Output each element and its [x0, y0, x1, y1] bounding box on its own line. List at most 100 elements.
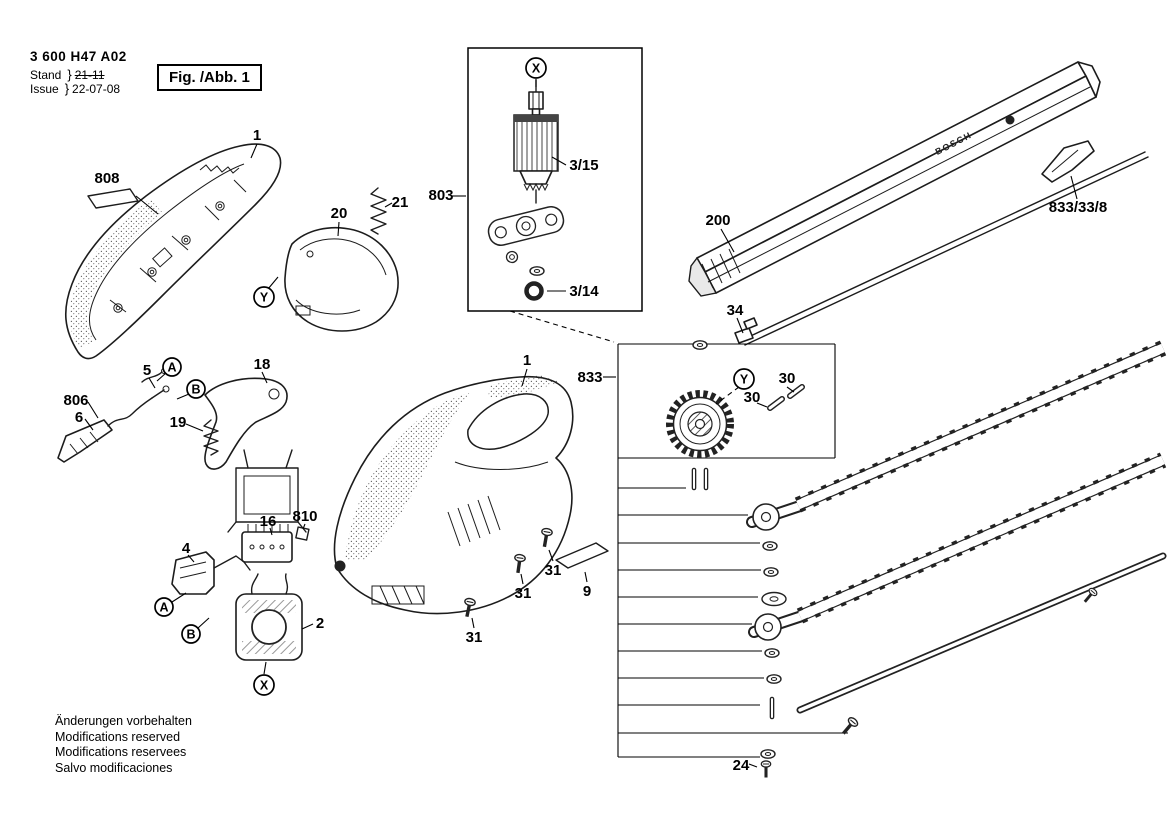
- bosch-logo-dot: [1005, 115, 1015, 125]
- part-label-2: 2: [316, 615, 324, 632]
- figure-label-box: Fig. /Abb. 1: [157, 64, 262, 91]
- part-label-30-upper: 30: [779, 370, 796, 387]
- part-label-16: 16: [260, 513, 277, 530]
- ref-circle-a-lower: A: [154, 597, 174, 617]
- armature-box-803: [467, 47, 643, 312]
- part-label-806: 806: [63, 392, 88, 409]
- disc: [761, 591, 787, 607]
- clip-810: [295, 526, 310, 541]
- issue-label: Issue: [30, 82, 59, 96]
- pin-30-b: [787, 384, 805, 399]
- leader-lines: [84, 79, 1078, 768]
- document-header: 3 600 H47 A02 Stand}21-11 Issue}22-07-08: [30, 49, 127, 97]
- part-label-18: 18: [254, 356, 271, 373]
- pin-30-a: [767, 396, 785, 411]
- issue-value: 22-07-08: [72, 82, 121, 96]
- bottom-support-bar: [796, 552, 1167, 714]
- svg-text:B: B: [186, 628, 195, 642]
- washer: [763, 567, 779, 577]
- spring-19: [203, 419, 219, 456]
- armature-3-15: [513, 79, 559, 204]
- notice-line-es: Salvo modificaciones: [55, 760, 173, 775]
- inner-cover-20: [284, 226, 399, 332]
- y-gear-leader: [715, 386, 740, 405]
- lower-blade: [748, 452, 1167, 641]
- part-label-808: 808: [94, 170, 119, 187]
- part-label-31-a: 31: [545, 562, 562, 579]
- ref-circle-a-upper: A: [162, 357, 182, 377]
- support-rail-34: [734, 151, 1149, 346]
- main-housing-1: [333, 375, 574, 615]
- bearing-parts-3-14: [505, 250, 545, 301]
- part-label-4: 4: [182, 540, 191, 557]
- svg-text:X: X: [260, 679, 269, 693]
- gear-drive: [666, 384, 805, 458]
- part-label-200: 200: [705, 212, 730, 229]
- blade-guard-200: BOSCH: [688, 61, 1101, 297]
- part-label-6: 6: [75, 409, 83, 426]
- part-label-833: 833: [577, 369, 602, 386]
- part-label-34: 34: [727, 302, 744, 319]
- part-labels: 808 1 20 21 803 3/15 3/14 200 833/33/8 3…: [63, 127, 1107, 774]
- part-label-30-lower: 30: [744, 389, 761, 406]
- upper-blade: [746, 340, 1167, 531]
- ref-circles: X Y A B A B X: [154, 57, 755, 696]
- motor-housing-left: [64, 143, 282, 360]
- svg-text:Y: Y: [740, 373, 749, 387]
- ref-circle-b-lower: B: [181, 624, 201, 644]
- part-label-31-c: 31: [466, 629, 483, 646]
- part-label-1-center: 1: [523, 352, 531, 369]
- field-coil-2: [235, 573, 303, 661]
- notice-line-de: Änderungen vorbehalten: [55, 714, 192, 728]
- wire-5: [141, 371, 163, 383]
- spring-21: [370, 187, 387, 235]
- ref-circle-y-gear: Y: [733, 368, 755, 390]
- part-label-3-14: 3/14: [569, 283, 599, 300]
- part-label-20: 20: [331, 205, 348, 222]
- svg-text:A: A: [167, 361, 176, 375]
- handle-lever-18: [204, 377, 288, 470]
- connector-block-16: [241, 524, 293, 563]
- part-label-31-b: 31: [515, 585, 532, 602]
- ref-circle-y-left: Y: [253, 286, 275, 308]
- ref-circle-x-coil: X: [253, 674, 275, 696]
- stand-value: 21-11: [74, 68, 105, 82]
- part-label-24: 24: [733, 757, 750, 774]
- issue-row: Issue}22-07-08: [30, 82, 127, 97]
- ref-circle-b-upper: B: [186, 379, 206, 399]
- washer: [764, 648, 780, 658]
- washer: [760, 749, 776, 759]
- part-label-833-33-8: 833/33/8: [1049, 199, 1107, 216]
- part-label-21: 21: [392, 194, 409, 211]
- notice-line-en: Modifications reserved: [55, 729, 181, 744]
- label-flag-9: [555, 542, 609, 569]
- switch-bracket: [227, 449, 307, 533]
- stand-label: Stand: [30, 68, 62, 82]
- brace-glyph: }: [67, 67, 72, 82]
- part-label-3-15: 3/15: [569, 157, 598, 174]
- washer: [766, 674, 782, 684]
- end-piece-833-33-8: [1041, 140, 1095, 183]
- notice-line-fr: Modifications reservees: [55, 745, 187, 759]
- washer: [692, 340, 708, 350]
- washer: [762, 541, 778, 551]
- screw: [837, 714, 861, 739]
- bearing-flange: [487, 205, 565, 247]
- svg-text:Y: Y: [260, 291, 269, 305]
- cable-assembly: [57, 368, 170, 463]
- screw-24: [759, 759, 773, 780]
- mount-4: [171, 551, 251, 595]
- part-label-1-left: 1: [253, 127, 261, 144]
- part-label-810: 810: [292, 508, 317, 525]
- modification-notice: Änderungen vorbehalten Modifications res…: [55, 714, 192, 776]
- svg-text:A: A: [159, 601, 168, 615]
- part-label-5: 5: [143, 362, 151, 379]
- stand-row: Stand}21-11: [30, 67, 127, 83]
- ref-circle-x-armature: X: [525, 57, 547, 79]
- product-code: 3 600 H47 A02: [30, 49, 127, 64]
- assembly-bracket-833: [509, 310, 848, 758]
- svg-text:X: X: [532, 62, 541, 76]
- part-label-19: 19: [170, 414, 187, 431]
